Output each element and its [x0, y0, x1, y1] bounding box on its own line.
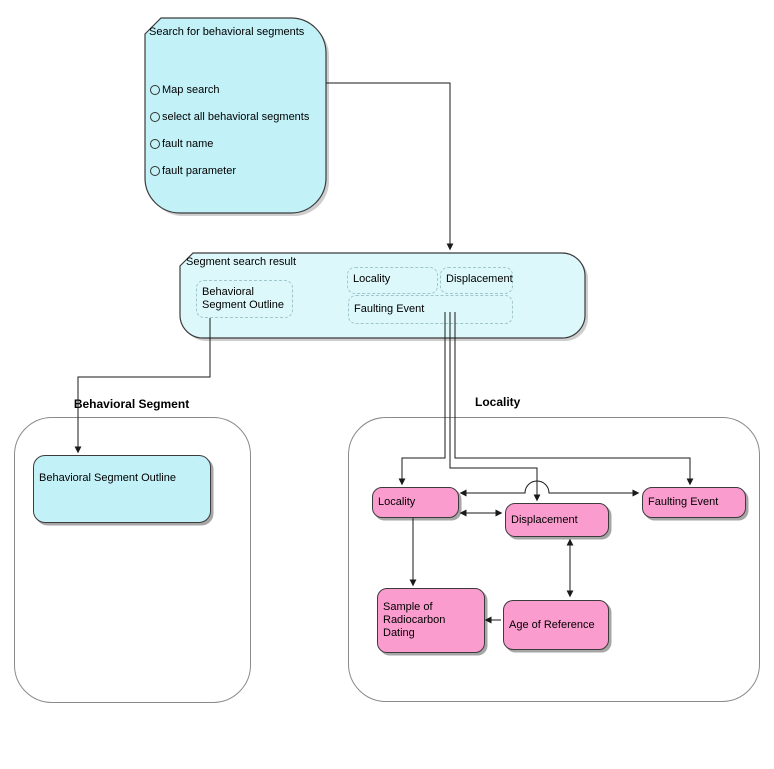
radio-icon[interactable] — [150, 138, 160, 149]
locality-container — [348, 417, 760, 702]
connector-search-to-result — [326, 82, 454, 251]
locality-group-title: Locality — [475, 395, 521, 409]
search-panel-title: Search for behavioral segments — [149, 26, 305, 38]
radio-icon[interactable] — [150, 111, 160, 122]
locality-node: Locality — [372, 487, 459, 518]
radio-option-select-all[interactable]: select all behavioral segments — [150, 110, 310, 123]
result-item-behavioral-segment-outline: Behavioral Segment Outline — [196, 280, 293, 318]
age-node: Age of Reference — [503, 600, 609, 650]
radio-label: fault name — [162, 137, 214, 150]
radio-option-map-search[interactable]: Map search — [150, 83, 220, 96]
behavioral-segment-outline-node: Behavioral Segment Outline — [33, 455, 211, 523]
radio-label: select all behavioral segments — [162, 110, 310, 123]
radio-option-fault-name[interactable]: fault name — [150, 137, 214, 150]
radio-icon[interactable] — [150, 165, 160, 176]
result-panel-title: Segment search result — [186, 256, 297, 268]
faulting-event-node: Faulting Event — [642, 487, 746, 518]
result-item-displacement: Displacement — [440, 267, 513, 294]
result-item-faulting-event: Faulting Event — [348, 295, 513, 324]
radio-icon[interactable] — [150, 84, 160, 95]
behavioral-segment-group-title: Behavioral Segment — [73, 397, 190, 411]
radio-label: Map search — [162, 83, 220, 96]
result-item-locality: Locality — [347, 267, 438, 294]
displacement-node: Displacement — [505, 503, 609, 537]
radio-label: fault parameter — [162, 164, 236, 177]
radio-option-fault-parameter[interactable]: fault parameter — [150, 164, 236, 177]
sample-node: Sample of Radiocarbon Dating — [377, 588, 485, 653]
